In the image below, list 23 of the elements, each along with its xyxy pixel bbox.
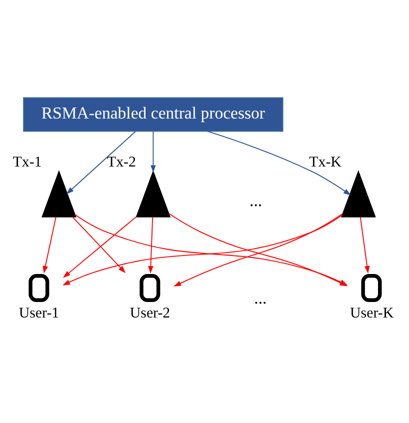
node-label: User-1 xyxy=(18,305,60,322)
node-box: RSMA-enabled central processor xyxy=(23,96,284,132)
arrow xyxy=(62,216,137,278)
node-tablet xyxy=(140,274,160,302)
arrow xyxy=(72,216,126,273)
arrow xyxy=(42,216,56,273)
label: ... xyxy=(254,288,267,307)
node-label: User-2 xyxy=(130,305,170,322)
node-label: User-K xyxy=(350,305,394,322)
label: ... xyxy=(250,190,262,210)
arrow xyxy=(148,216,154,273)
node-label: Tx-K xyxy=(309,154,342,170)
arrow xyxy=(360,216,370,273)
node-tower xyxy=(340,170,376,217)
node-label: Tx-2 xyxy=(106,154,136,170)
arrow xyxy=(66,130,136,194)
node-label: Tx-1 xyxy=(12,154,42,170)
node-tablet xyxy=(28,274,50,302)
node-tower xyxy=(136,170,171,217)
arrow xyxy=(207,130,351,195)
arrow xyxy=(150,130,156,172)
node-tablet xyxy=(361,274,382,302)
node-tower xyxy=(42,170,76,217)
